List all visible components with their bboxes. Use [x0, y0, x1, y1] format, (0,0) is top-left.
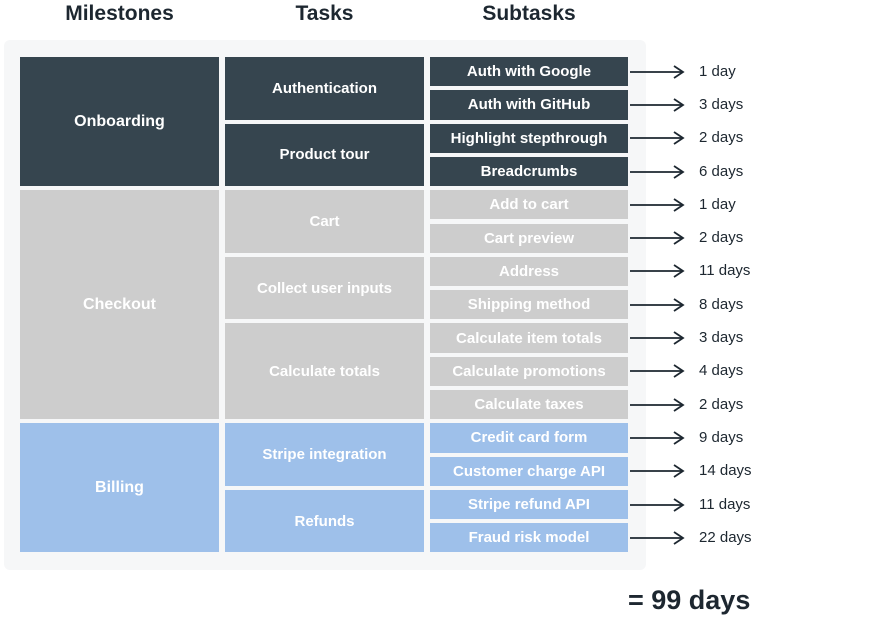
subtask-calculate-promotions: Calculate promotions	[430, 356, 628, 386]
duration-label: 1 day	[699, 195, 736, 213]
duration-label: 11 days	[699, 262, 751, 280]
arrow-right-icon	[630, 98, 686, 112]
duration-label: 8 days	[699, 295, 744, 313]
arrow-right-icon	[630, 131, 686, 145]
duration-label: 4 days	[699, 362, 744, 380]
tasks-header: Tasks	[295, 2, 354, 25]
task-collect-user-inputs: Collect user inputs	[225, 256, 424, 320]
duration-label: 22 days	[699, 528, 752, 546]
task-authentication: Authentication	[225, 57, 424, 120]
duration-label: 6 days	[699, 162, 744, 180]
subtasks-header: Subtasks	[482, 2, 576, 25]
task-refunds: Refunds	[225, 489, 424, 553]
arrow-right-icon	[630, 164, 686, 179]
arrow-right-icon	[630, 364, 686, 379]
arrow-right-icon	[630, 331, 686, 345]
task-calculate-totals: Calculate totals	[225, 323, 424, 420]
subtask-stripe-refund-api: Stripe refund API	[430, 489, 628, 520]
duration-label: 3 days	[699, 95, 744, 113]
arrow-right-icon	[630, 231, 686, 245]
task-product-tour: Product tour	[225, 123, 424, 187]
total-duration: = 99 days	[628, 585, 751, 615]
arrow-right-icon	[630, 198, 686, 212]
milestone-onboarding: Onboarding	[20, 57, 219, 187]
subtask-auth-with-github: Auth with GitHub	[430, 90, 628, 120]
task-cart: Cart	[225, 190, 424, 253]
duration-label: 3 days	[699, 329, 744, 347]
arrow-right-icon	[630, 64, 686, 79]
subtask-address: Address	[430, 256, 628, 287]
arrow-right-icon	[630, 497, 686, 512]
milestones-header: Milestones	[65, 2, 174, 25]
subtask-calculate-taxes: Calculate taxes	[430, 390, 628, 420]
duration-label: 1 day	[699, 62, 736, 80]
subtask-cart-preview: Cart preview	[430, 223, 628, 253]
arrow-right-icon	[630, 264, 686, 279]
subtask-shipping-method: Shipping method	[430, 290, 628, 320]
duration-label: 11 days	[699, 495, 751, 513]
subtask-customer-charge-api: Customer charge API	[430, 456, 628, 486]
task-stripe-integration: Stripe integration	[225, 423, 424, 486]
arrow-right-icon	[630, 464, 686, 478]
arrow-right-icon	[630, 431, 686, 445]
subtask-auth-with-google: Auth with Google	[430, 57, 628, 87]
duration-label: 14 days	[699, 462, 752, 480]
milestone-checkout: Checkout	[20, 190, 219, 420]
duration-label: 2 days	[699, 395, 744, 413]
subtask-credit-card-form: Credit card form	[430, 423, 628, 453]
subtask-breadcrumbs: Breadcrumbs	[430, 156, 628, 187]
arrow-right-icon	[630, 298, 686, 312]
duration-label: 2 days	[699, 129, 744, 147]
duration-label: 2 days	[699, 229, 744, 247]
milestone-billing: Billing	[20, 423, 219, 553]
subtask-calculate-item-totals: Calculate item totals	[430, 323, 628, 353]
subtask-highlight-stepthrough: Highlight stepthrough	[430, 123, 628, 153]
arrow-right-icon	[630, 397, 686, 412]
subtask-add-to-cart: Add to cart	[430, 190, 628, 220]
subtask-fraud-risk-model: Fraud risk model	[430, 523, 628, 553]
arrow-right-icon	[630, 531, 686, 545]
duration-label: 9 days	[699, 428, 744, 446]
